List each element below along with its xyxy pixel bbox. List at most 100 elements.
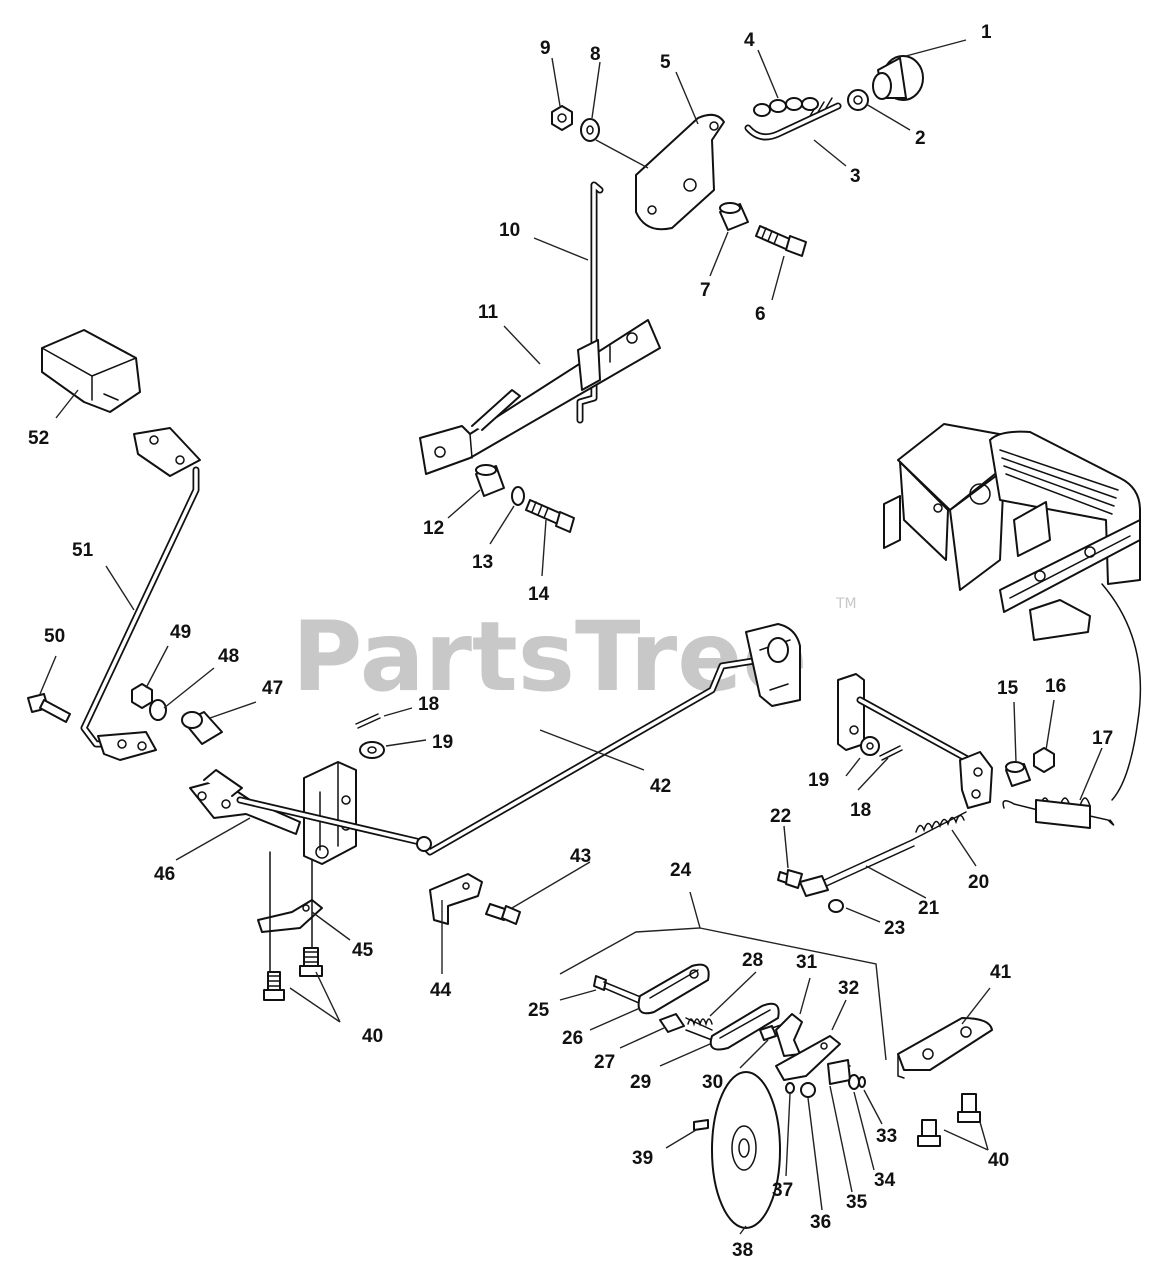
part-nut-36 (800, 1082, 816, 1098)
watermark: PartsTree TM (292, 596, 857, 713)
callout-5: 5 (660, 52, 671, 73)
part-pedal-bracket (133, 427, 201, 477)
part-lever-arm (419, 319, 661, 475)
callout-6: 6 (755, 304, 766, 325)
callout-50: 50 (44, 626, 65, 647)
part-spring-17 (1002, 797, 1115, 829)
callout-22: 22 (770, 806, 791, 827)
callout-41: 41 (990, 962, 1012, 983)
part-spring-35 (827, 1059, 851, 1085)
callout-18b: 18 (850, 800, 871, 821)
part-bolt-50 (27, 693, 71, 723)
callout-labels: 1 2 3 4 5 6 7 8 9 10 11 12 13 14 15 16 1… (28, 22, 1113, 1261)
callout-19a: 19 (432, 732, 453, 753)
part-bolt-40a (263, 971, 285, 1001)
part-cotter-pin-18b (879, 745, 903, 761)
callout-51: 51 (72, 540, 94, 561)
part-arm-bracket (97, 731, 157, 761)
leader-lines (39, 39, 1103, 1235)
callout-34: 34 (874, 1170, 896, 1191)
callout-24: 24 (670, 860, 692, 881)
frame-section (883, 423, 1142, 801)
part-spacer-7 (719, 202, 749, 231)
part-nut-49 (131, 683, 153, 709)
upper-linkage-assembly (419, 55, 924, 533)
callout-44: 44 (430, 980, 452, 1001)
callout-19b: 19 (808, 770, 829, 791)
callout-1: 1 (981, 22, 992, 43)
callout-39: 39 (632, 1148, 653, 1169)
callout-17: 17 (1092, 728, 1113, 749)
part-long-rod (416, 656, 764, 856)
callout-9: 9 (540, 38, 551, 59)
part-nut-23 (828, 899, 844, 913)
callout-52: 52 (28, 428, 49, 449)
callout-13: 13 (472, 552, 493, 573)
part-bent-rod (744, 97, 842, 141)
part-bolt-14 (525, 499, 575, 533)
part-spacer-15 (1005, 761, 1031, 787)
callout-28: 28 (742, 950, 763, 971)
part-cross-shaft (837, 673, 993, 809)
callout-33: 33 (876, 1126, 897, 1147)
part-washer-19b (860, 736, 880, 756)
callout-7: 7 (700, 280, 711, 301)
part-bracket-41 (897, 1017, 993, 1079)
callout-40b: 40 (988, 1150, 1009, 1171)
brake-assembly (593, 963, 993, 1229)
brake-rod-assembly (416, 623, 1115, 913)
part-washer-8 (580, 118, 600, 142)
part-rod-end-bracket (745, 623, 801, 707)
part-washer-19a (359, 741, 385, 759)
part-spacer-12 (475, 464, 505, 497)
callout-8: 8 (590, 44, 601, 65)
part-washer-34 (848, 1074, 860, 1090)
part-spring-28 (685, 1017, 713, 1041)
pedal-assembly (27, 329, 521, 1001)
part-clip (257, 899, 323, 933)
callout-11: 11 (478, 302, 499, 323)
callout-3: 3 (850, 166, 861, 187)
callout-43: 43 (570, 846, 591, 867)
part-washer-13 (511, 486, 525, 506)
callout-47: 47 (262, 678, 283, 699)
callout-29: 29 (630, 1072, 651, 1093)
part-bolt-43 (485, 903, 521, 925)
part-bolt-40b (299, 947, 323, 977)
part-bracket-plate (635, 113, 725, 231)
part-pin-37 (785, 1082, 795, 1094)
part-bracket-44 (429, 873, 483, 925)
callout-27: 27 (594, 1052, 615, 1073)
part-nut-2 (847, 89, 869, 111)
part-knob (872, 55, 924, 101)
part-washer-48 (149, 699, 167, 721)
part-nut-33 (858, 1076, 866, 1088)
callout-31: 31 (796, 952, 818, 973)
callout-48: 48 (218, 646, 239, 667)
callout-10: 10 (499, 220, 520, 241)
callout-40a: 40 (362, 1026, 383, 1047)
part-control-rod (576, 181, 604, 424)
callout-16: 16 (1045, 676, 1066, 697)
callout-35: 35 (846, 1192, 868, 1213)
callout-20: 20 (968, 872, 989, 893)
part-link-chain (753, 97, 819, 117)
callout-23: 23 (884, 918, 905, 939)
part-brake-arm-26 (637, 963, 710, 1015)
callout-45: 45 (352, 940, 374, 961)
callout-4: 4 (744, 30, 755, 51)
callout-30: 30 (702, 1072, 723, 1093)
part-brake-pad-29 (709, 1002, 780, 1051)
callout-18a: 18 (418, 694, 439, 715)
callout-46: 46 (154, 864, 175, 885)
callout-12: 12 (423, 518, 444, 539)
part-bolt-40d (957, 1093, 981, 1123)
callout-37: 37 (772, 1180, 793, 1201)
callout-25: 25 (528, 1000, 550, 1021)
part-bushing-47 (181, 711, 223, 745)
part-nut-16 (1033, 747, 1055, 773)
part-nut-9 (551, 105, 573, 131)
callout-15: 15 (997, 678, 1019, 699)
part-mount-plate (303, 761, 357, 865)
part-brake-disc (711, 1071, 781, 1229)
